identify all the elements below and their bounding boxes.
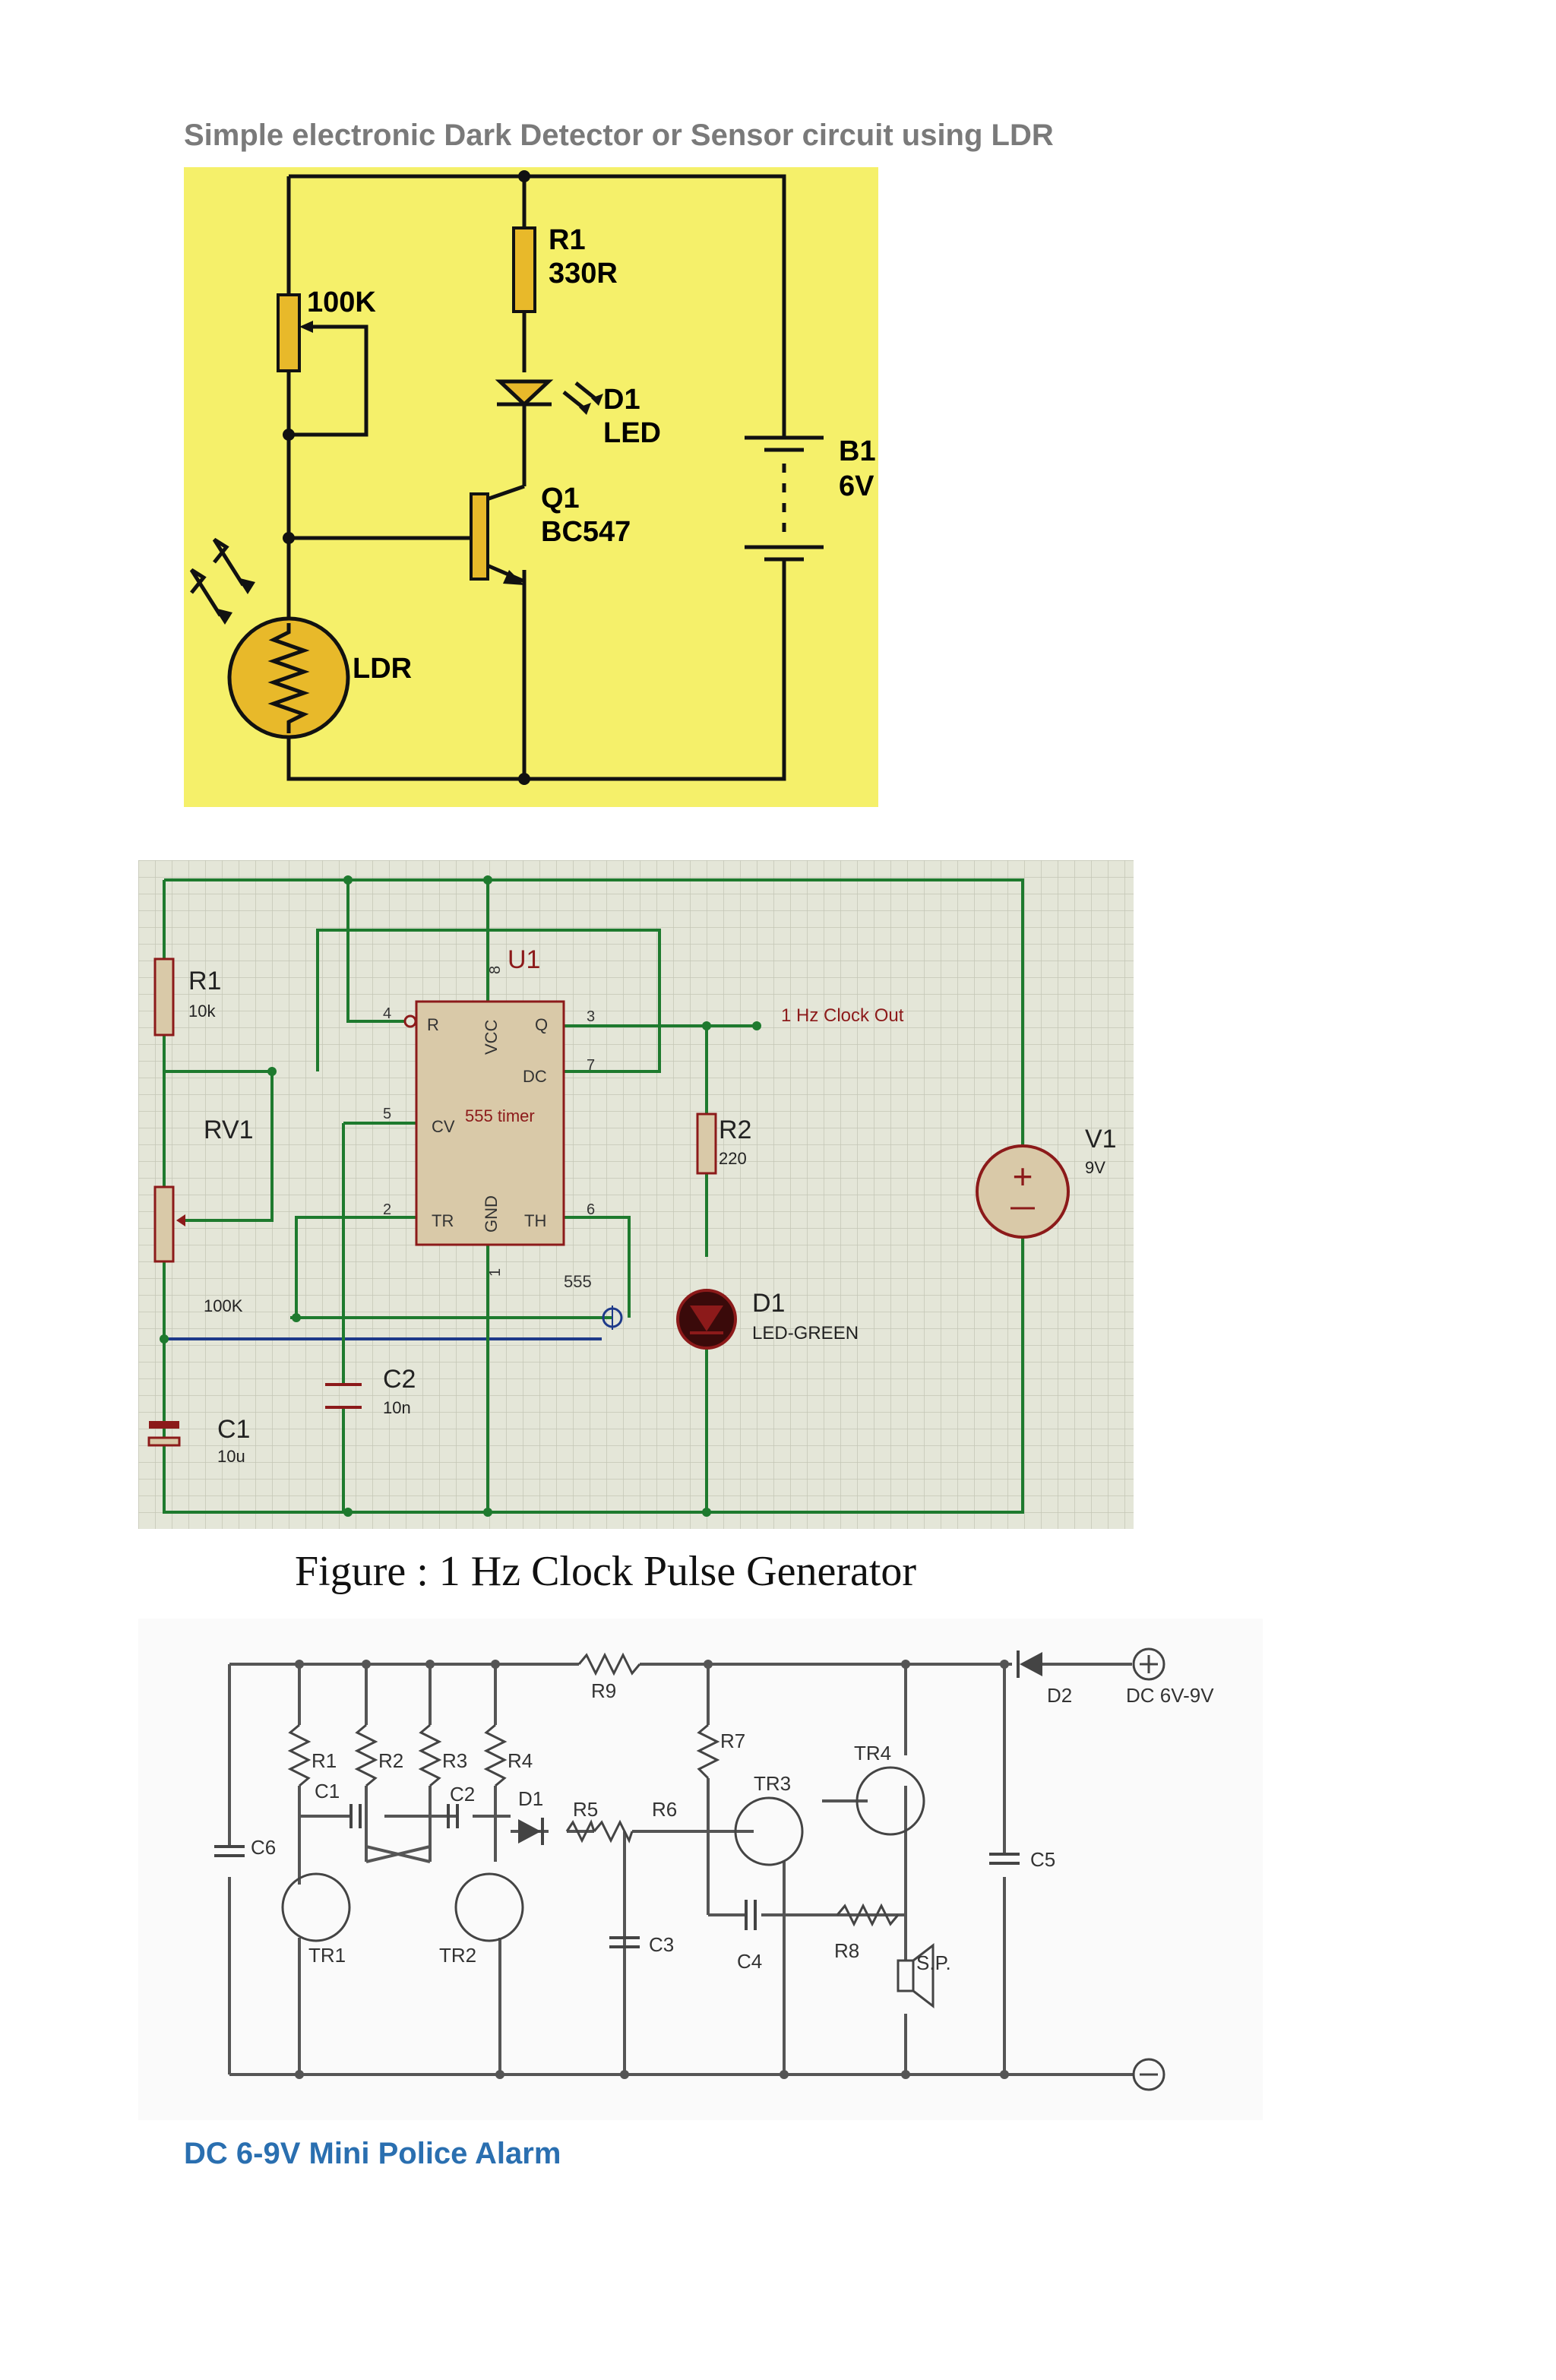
alarm-r9: R9 bbox=[591, 1679, 616, 1702]
ldr-circuit-diagram: R1 330R 100K D1 LED Q1 BC547 B1 6V LDR bbox=[184, 167, 878, 807]
alarm-c1: C1 bbox=[315, 1780, 340, 1802]
clock-r2-value: 220 bbox=[719, 1149, 747, 1168]
alarm-wires bbox=[228, 1663, 1134, 2076]
v1-plus-icon: + bbox=[1013, 1157, 1033, 1196]
clock-c2-name: C2 bbox=[383, 1365, 416, 1394]
pin-num-3: 3 bbox=[587, 1008, 595, 1025]
clock-d1-name: D1 bbox=[752, 1289, 785, 1318]
clock-v1-source bbox=[976, 1144, 1070, 1239]
alarm-r3: R3 bbox=[442, 1749, 467, 1772]
pin-num-2: 2 bbox=[383, 1201, 391, 1218]
clock-rv1 bbox=[153, 1185, 175, 1263]
alarm-circuit-title: DC 6-9V Mini Police Alarm bbox=[184, 2137, 561, 2170]
clock-circuit-diagram: U1 555 timer 555 R Q DC CV TR TH VCC GND… bbox=[138, 860, 1134, 1529]
pin-num-6: 6 bbox=[587, 1201, 595, 1218]
alarm-sp: S.P. bbox=[916, 1951, 951, 1974]
battery-b1 bbox=[745, 176, 824, 779]
alarm-c5: C5 bbox=[1030, 1848, 1055, 1871]
alarm-c4: C4 bbox=[737, 1950, 762, 1973]
clock-rv1-name: RV1 bbox=[204, 1116, 254, 1144]
alarm-c2: C2 bbox=[450, 1783, 475, 1806]
chip-555-sub: 555 bbox=[564, 1272, 592, 1291]
clock-c2-value: 10n bbox=[383, 1398, 411, 1417]
alarm-r1: R1 bbox=[312, 1749, 337, 1772]
clock-r1-name: R1 bbox=[188, 967, 221, 995]
alarm-tr4: TR4 bbox=[854, 1742, 891, 1764]
clock-r1-value: 10k bbox=[188, 1002, 216, 1021]
clock-figure-caption: Figure : 1 Hz Clock Pulse Generator bbox=[295, 1548, 917, 1595]
alarm-c6: C6 bbox=[251, 1836, 276, 1859]
pin-tr: TR bbox=[432, 1211, 454, 1230]
alarm-r4: R4 bbox=[508, 1749, 533, 1772]
transistor-q1 bbox=[470, 492, 489, 581]
alarm-capacitors bbox=[214, 1804, 1020, 1948]
pin-q: Q bbox=[535, 1015, 548, 1034]
alarm-tr2: TR2 bbox=[439, 1944, 476, 1967]
alarm-d2 bbox=[1020, 1652, 1042, 1676]
ldr-b1-name: B1 bbox=[839, 435, 876, 467]
ldr-pot-value: 100K bbox=[307, 286, 376, 318]
light-arrows bbox=[189, 537, 245, 617]
clock-r1 bbox=[153, 957, 175, 1037]
clock-v1-name: V1 bbox=[1085, 1125, 1117, 1154]
r1-resistor bbox=[512, 226, 536, 313]
chip-555 bbox=[415, 1000, 565, 1246]
ldr-r1-value: 330R bbox=[549, 258, 618, 290]
pin-num-1: 1 bbox=[487, 1268, 504, 1277]
clock-c1-name: C1 bbox=[217, 1415, 250, 1444]
chip-timer-label: 555 timer bbox=[465, 1106, 535, 1125]
alarm-d2-label: D2 bbox=[1047, 1684, 1072, 1707]
pin-r: R bbox=[427, 1015, 439, 1034]
ldr-b1-value: 6V bbox=[839, 470, 874, 502]
alarm-transistors bbox=[281, 1766, 925, 1942]
alarm-d1-label: D1 bbox=[518, 1787, 543, 1810]
clock-c1-value: 10u bbox=[217, 1447, 245, 1466]
ldr-q1-name: Q1 bbox=[541, 483, 580, 514]
pin-num-8: 8 bbox=[487, 966, 504, 974]
clock-v1-value: 9V bbox=[1085, 1158, 1105, 1177]
pin-th: TH bbox=[524, 1211, 546, 1230]
clock-c1 bbox=[149, 1421, 179, 1429]
clock-rv1-value: 100K bbox=[204, 1296, 243, 1315]
alarm-circuit-diagram: R1 R2 R3 R4 R5 R6 R7 R8 R9 C1 C2 C3 C4 C… bbox=[138, 1619, 1263, 2120]
pin-dc: DC bbox=[523, 1067, 547, 1086]
chip-u1-label: U1 bbox=[508, 945, 540, 974]
ldr-d1-name: D1 bbox=[603, 384, 640, 416]
alarm-d1 bbox=[518, 1819, 541, 1844]
grid-background bbox=[138, 860, 1134, 1529]
pin-gnd: GND bbox=[482, 1195, 501, 1233]
alarm-tr1: TR1 bbox=[308, 1944, 346, 1967]
ldr-r1-name: R1 bbox=[549, 224, 586, 256]
minus-terminal-icon bbox=[1132, 2058, 1165, 2091]
clock-r2 bbox=[696, 1112, 717, 1175]
clock-out-label: 1 Hz Clock Out bbox=[781, 1005, 904, 1026]
pin-vcc: VCC bbox=[482, 1019, 501, 1055]
alarm-r5: R5 bbox=[573, 1798, 598, 1821]
clock-r2-name: R2 bbox=[719, 1116, 751, 1144]
alarm-supply: DC 6V-9V bbox=[1126, 1684, 1214, 1707]
alarm-tr3: TR3 bbox=[754, 1772, 791, 1795]
pin-num-5: 5 bbox=[383, 1106, 391, 1122]
pin-cv: CV bbox=[432, 1117, 455, 1136]
alarm-r6: R6 bbox=[652, 1798, 677, 1821]
alarm-resistors bbox=[287, 1652, 900, 1927]
ldr-q1-type: BC547 bbox=[541, 516, 631, 548]
pot-100k bbox=[277, 293, 301, 372]
pin-num-4: 4 bbox=[383, 1005, 391, 1022]
alarm-r7: R7 bbox=[720, 1730, 745, 1752]
clock-wires bbox=[163, 878, 1024, 1514]
pin-num-7: 7 bbox=[587, 1057, 595, 1074]
ldr-d1-type: LED bbox=[603, 417, 661, 449]
clock-d1-type: LED-GREEN bbox=[752, 1323, 859, 1343]
alarm-c3: C3 bbox=[649, 1933, 674, 1956]
plus-terminal-icon bbox=[1132, 1647, 1165, 1681]
ldr-circuit-title: Simple electronic Dark Detector or Senso… bbox=[184, 119, 1054, 152]
ldr-label: LDR bbox=[353, 653, 412, 685]
alarm-r8: R8 bbox=[834, 1939, 859, 1962]
alarm-r2: R2 bbox=[378, 1749, 403, 1772]
